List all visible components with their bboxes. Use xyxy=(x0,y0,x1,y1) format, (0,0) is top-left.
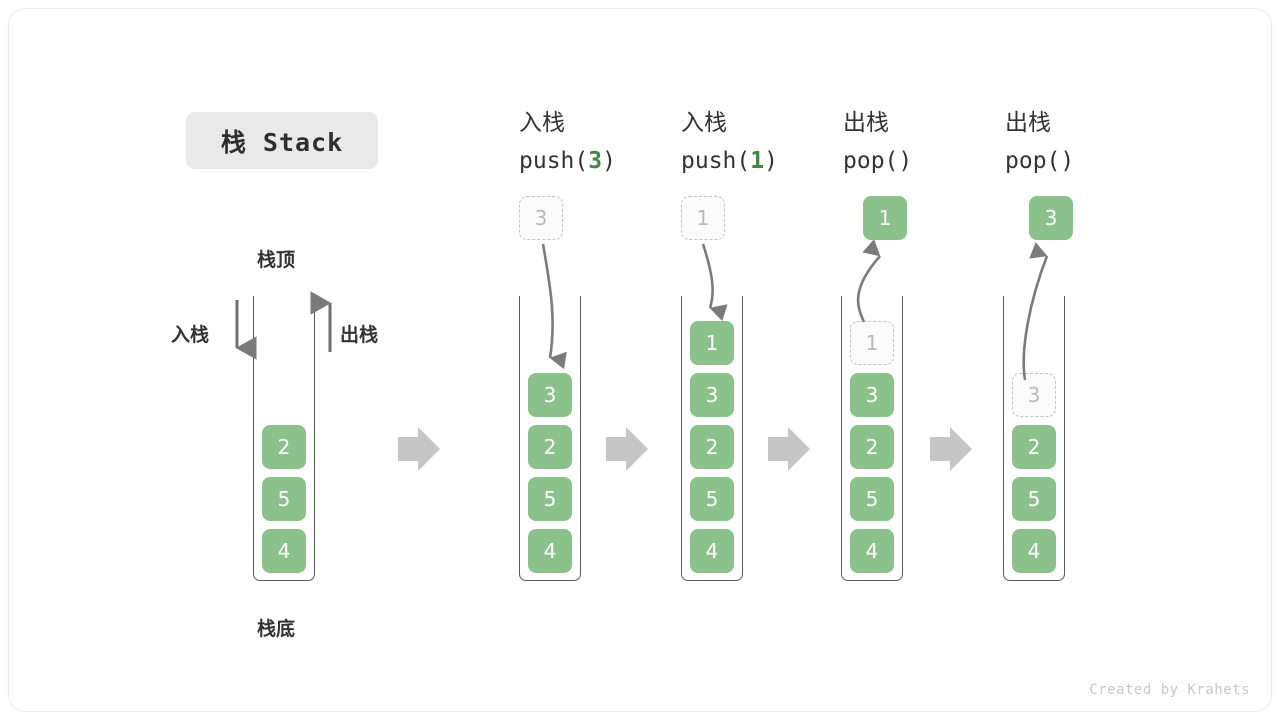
stack-container-initial xyxy=(253,296,315,581)
stack-cell: 2 xyxy=(262,425,306,469)
floating-cell-incoming: 1 xyxy=(681,196,725,240)
stack-cell: 3 xyxy=(690,373,734,417)
stack-cell: 5 xyxy=(528,477,572,521)
column-header-code: pop() xyxy=(843,142,912,180)
code-arg: 1 xyxy=(750,148,765,174)
column-header-code: push(3) xyxy=(519,142,616,180)
stack-cell: 2 xyxy=(850,425,894,469)
stack-container-push-1 xyxy=(681,296,743,581)
column-header-pop-1: 出栈 pop() xyxy=(843,104,912,180)
code-arg: 3 xyxy=(588,148,603,174)
floating-cell-outgoing: 3 xyxy=(1029,196,1073,240)
push-direction-label: 入栈 xyxy=(171,324,210,346)
stack-cell: 5 xyxy=(850,477,894,521)
stack-cell: 4 xyxy=(1012,529,1056,573)
stack-container-pop-2 xyxy=(1003,296,1065,581)
column-header-cn: 出栈 xyxy=(843,110,889,136)
code-prefix: push( xyxy=(519,148,589,174)
code-suffix: ) xyxy=(764,148,778,174)
column-header-pop-2: 出栈 pop() xyxy=(1005,104,1074,180)
stack-top-label: 栈顶 xyxy=(257,249,296,271)
column-header-code: push(1) xyxy=(681,142,778,180)
stack-cell: 3 xyxy=(850,373,894,417)
pop-direction-label: 出栈 xyxy=(340,324,379,346)
column-header-push-3: 入栈 push(3) xyxy=(519,104,616,180)
stack-cell-removed: 3 xyxy=(1012,373,1056,417)
credit-label: Created by Krahets xyxy=(1089,682,1250,698)
stack-bottom-label: 栈底 xyxy=(257,618,296,640)
stack-cell: 3 xyxy=(528,373,572,417)
column-header-cn: 出栈 xyxy=(1005,110,1051,136)
column-header-push-1: 入栈 push(1) xyxy=(681,104,778,180)
stack-cell: 5 xyxy=(262,477,306,521)
column-header-cn: 入栈 xyxy=(681,110,727,136)
stack-container-pop-1 xyxy=(841,296,903,581)
code-prefix: pop( xyxy=(1005,148,1061,174)
diagram-title: 栈 Stack xyxy=(186,112,378,169)
code-suffix: ) xyxy=(1060,148,1075,174)
stack-cell: 5 xyxy=(1012,477,1056,521)
stack-cell: 2 xyxy=(1012,425,1056,469)
code-prefix: pop( xyxy=(843,148,899,174)
floating-cell-incoming: 3 xyxy=(519,196,563,240)
stack-container-push-3 xyxy=(519,296,581,581)
stack-cell: 4 xyxy=(850,529,894,573)
stack-cell: 4 xyxy=(528,529,572,573)
column-header-cn: 入栈 xyxy=(519,110,565,136)
stack-cell: 5 xyxy=(690,477,734,521)
code-prefix: push( xyxy=(681,148,751,174)
code-suffix: ) xyxy=(898,148,913,174)
stack-cell: 4 xyxy=(690,529,734,573)
column-header-code: pop() xyxy=(1005,142,1074,180)
stack-cell: 4 xyxy=(262,529,306,573)
stack-cell: 2 xyxy=(528,425,572,469)
floating-cell-outgoing: 1 xyxy=(863,196,907,240)
code-suffix: ) xyxy=(602,148,616,174)
stack-cell-removed: 1 xyxy=(850,321,894,365)
stack-cell: 2 xyxy=(690,425,734,469)
stack-cell: 1 xyxy=(690,321,734,365)
